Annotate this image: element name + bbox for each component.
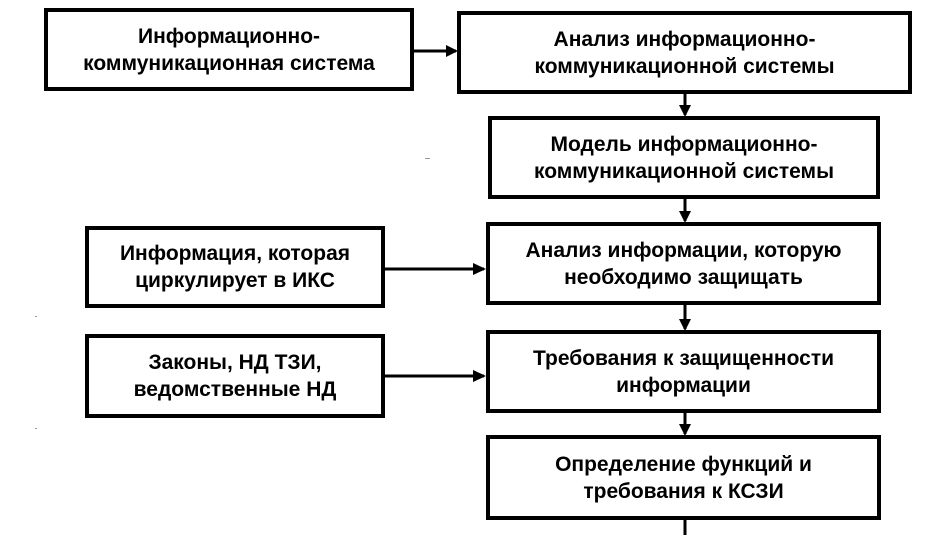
node-protected-information-analysis-label: Анализ информации, которую необходимо за…: [525, 238, 842, 289]
vertical-arrow-requirements-to-kszi: [679, 413, 691, 436]
node-circulating-information-label: Информация, которая циркулирует в ИКС: [119, 242, 351, 292]
node-laws-standards: Законы, НД ТЗИ, ведомственные НД: [85, 334, 385, 418]
vertical-arrow-model-to-information-analysis: [679, 199, 691, 223]
vertical-arrow-analysis-to-requirements: [679, 305, 691, 331]
horizontal-arrow-circulating-to-analysis: [385, 263, 486, 275]
node-system-model: Модель информационно- коммуникационной с…: [488, 116, 880, 199]
node-communication-system: Информационно- коммуникационная система: [44, 8, 414, 91]
scan-speck: [35, 428, 37, 429]
node-system-model-label: Модель информационно- коммуникационной с…: [533, 132, 835, 183]
scan-speck: [425, 158, 430, 159]
scan-speck: [35, 316, 37, 317]
node-kszi-functions: Определение функций и требования к КСЗИ: [486, 435, 881, 520]
horizontal-arrow-laws-to-requirements: [385, 370, 486, 382]
node-laws-standards-label: Законы, НД ТЗИ, ведомственные НД: [133, 351, 337, 401]
node-protection-requirements: Требования к защищенности информации: [486, 330, 881, 413]
node-communication-system-label: Информационно- коммуникационная система: [83, 24, 375, 75]
vertical-arrow-analysis-to-model: [679, 94, 691, 117]
node-system-analysis: Анализ информационно- коммуникационной с…: [457, 11, 912, 94]
node-protected-information-analysis: Анализ информации, которую необходимо за…: [486, 222, 881, 305]
node-circulating-information: Информация, которая циркулирует в ИКС: [85, 226, 385, 308]
node-system-analysis-label: Анализ информационно- коммуникационной с…: [534, 27, 835, 78]
node-kszi-functions-label: Определение функций и требования к КСЗИ: [555, 452, 812, 503]
horizontal-arrow-system-to-analysis: [414, 45, 458, 57]
node-protection-requirements-label: Требования к защищенности информации: [532, 346, 835, 397]
